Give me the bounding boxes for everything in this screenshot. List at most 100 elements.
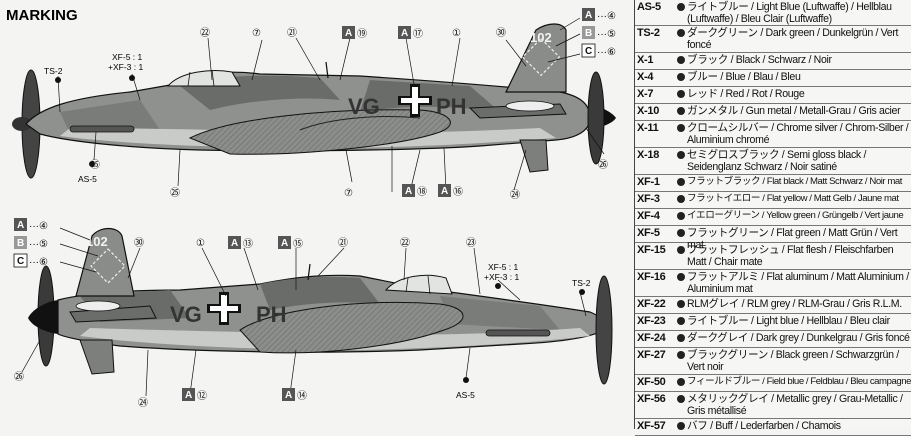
svg-text:···⑤: ···⑤ [597,29,616,40]
svg-text:C: C [17,256,24,267]
legend-code: XF-23 [637,315,666,327]
bottom-ts2-label: TS-2 [572,278,591,288]
callout-21-top: ㉑ [287,27,297,39]
callout-16-top: ⑯ [453,186,463,198]
paint-dot-icon [677,300,685,308]
paint-dot-icon [677,151,685,159]
top-tail-fin [505,23,567,93]
legend-row: X-4 ブルー / Blue / Blau / Bleu [635,70,911,87]
svg-text:A: A [281,238,288,249]
legend-row: X-11 クロームシルバー / Chrome silver / Chrom-Sil… [635,121,911,148]
paint-dot-icon [677,29,685,37]
bottom-balkenkreuz [207,292,241,325]
paint-dot-icon [677,229,685,237]
legend-text: レッド / Red / Rot / Rouge [687,88,805,100]
marking-diagram: MARKING 102 [6,7,616,409]
paint-dot-icon [677,3,685,11]
legend-code: XF-57 [637,420,666,432]
legend-text: フラットグリーン / Flat green / Matt Grün / Vert… [687,227,898,251]
paint-dot-icon [677,56,685,64]
page-title: MARKING [6,7,78,24]
bottom-code-right: PH [256,302,287,327]
svg-text:B: B [17,238,24,249]
callout-12-bottom: ⑫ [197,390,207,402]
bottom-rear-propeller [595,275,613,385]
paint-dot-icon [677,395,685,403]
bottom-aircraft-profile: 102 VG PH [28,227,613,385]
legend-code: XF-4 [637,210,660,222]
callout-13-bottom: ⑬ [243,238,253,250]
svg-text:C: C [585,46,592,57]
legend-code: XF-56 [637,393,666,405]
svg-text:A: A [345,28,352,39]
legend-text: ダークグリーン / Dark green / Dunkelgrün / Vert… [687,27,899,51]
bottom-tail-fin [75,227,135,297]
paint-dot-icon [677,107,685,115]
callout-22-top: ㉒ [200,27,210,39]
svg-text:A: A [441,186,448,197]
svg-text:A: A [585,10,592,21]
svg-text:···⑥: ···⑥ [597,47,616,58]
legend-code: XF-27 [637,349,666,361]
aircraft-drawing: MARKING 102 [6,7,616,409]
callout-25-top: ㉕ [90,159,100,171]
bottom-spinner [28,300,58,334]
legend-text: ダークグレイ / Dark grey / Dunkelgrau / Gris f… [687,332,910,344]
callout-7-top: ⑦ [252,28,261,39]
legend-code: X-7 [637,88,654,100]
callout-18-top: ⑱ [417,186,427,198]
callout-24-bottom: ㉔ [138,397,148,409]
top-as5-label: AS-5 [78,174,97,184]
paint-dot-icon [677,334,685,342]
top-wing [188,109,451,155]
svg-text:A: A [17,220,24,231]
svg-text:A: A [401,28,408,39]
legend-text: ライトブルー / Light Blue (Luftwaffe) / Hellbl… [687,1,892,25]
callout-1-bottom: ① [196,238,205,249]
abc-legend-bottom: A ···④ B ···⑤ C ···⑥ [13,218,48,268]
legend-code: X-10 [637,105,660,117]
paint-dot-icon [677,273,685,281]
legend-row: XF-23 ライトブルー / Light blue / Hellblau / Bl… [635,314,911,331]
bottom-tail-number: 102 [86,234,108,249]
top-code-left: VG [348,94,380,119]
svg-text:···⑤: ···⑤ [29,239,48,250]
callout-17-top: ⑰ [413,28,423,40]
legend-text: フラットフレッシュ / Flat flesh / Fleischfarben M… [687,244,894,268]
svg-text:A: A [185,390,192,401]
legend-text: クロームシルバー / Chrome silver / Chrom-Silber … [687,122,909,146]
svg-text:A: A [405,186,412,197]
svg-text:···⑥: ···⑥ [29,257,48,268]
legend-text: ブルー / Blue / Blau / Bleu [687,71,801,83]
legend-code: X-11 [637,122,659,134]
legend-text: フラットブラック / Flat black / Matt Schwarz / N… [687,176,903,187]
legend-code: X-1 [637,54,654,66]
callout-19-top: ⑲ [357,28,367,40]
legend-text: ブラック / Black / Schwarz / Noir [687,54,832,66]
top-balkenkreuz [398,84,432,117]
top-xf3-label: +XF-3 : 1 [108,62,143,72]
legend-code: X-4 [637,71,654,83]
bottom-code-left: VG [170,302,202,327]
paint-dot-icon [677,178,685,186]
top-xf5-label: XF-5 : 1 [112,52,143,62]
legend-code: XF-3 [637,193,660,205]
legend-text: セミグロスブラック / Semi gloss black / Seidengla… [687,149,867,173]
paint-dot-icon [677,317,685,325]
svg-text:A: A [231,238,238,249]
legend-text: メタリックグレイ / Metallic grey / Grau-Metallic… [687,393,903,417]
legend-text: ライトブルー / Light blue / Hellblau / Bleu cl… [687,315,890,327]
legend-code: XF-22 [637,298,666,310]
callout-26-top: ㉖ [598,159,608,171]
bottom-wing [239,301,464,354]
paint-dot-icon [677,124,685,132]
